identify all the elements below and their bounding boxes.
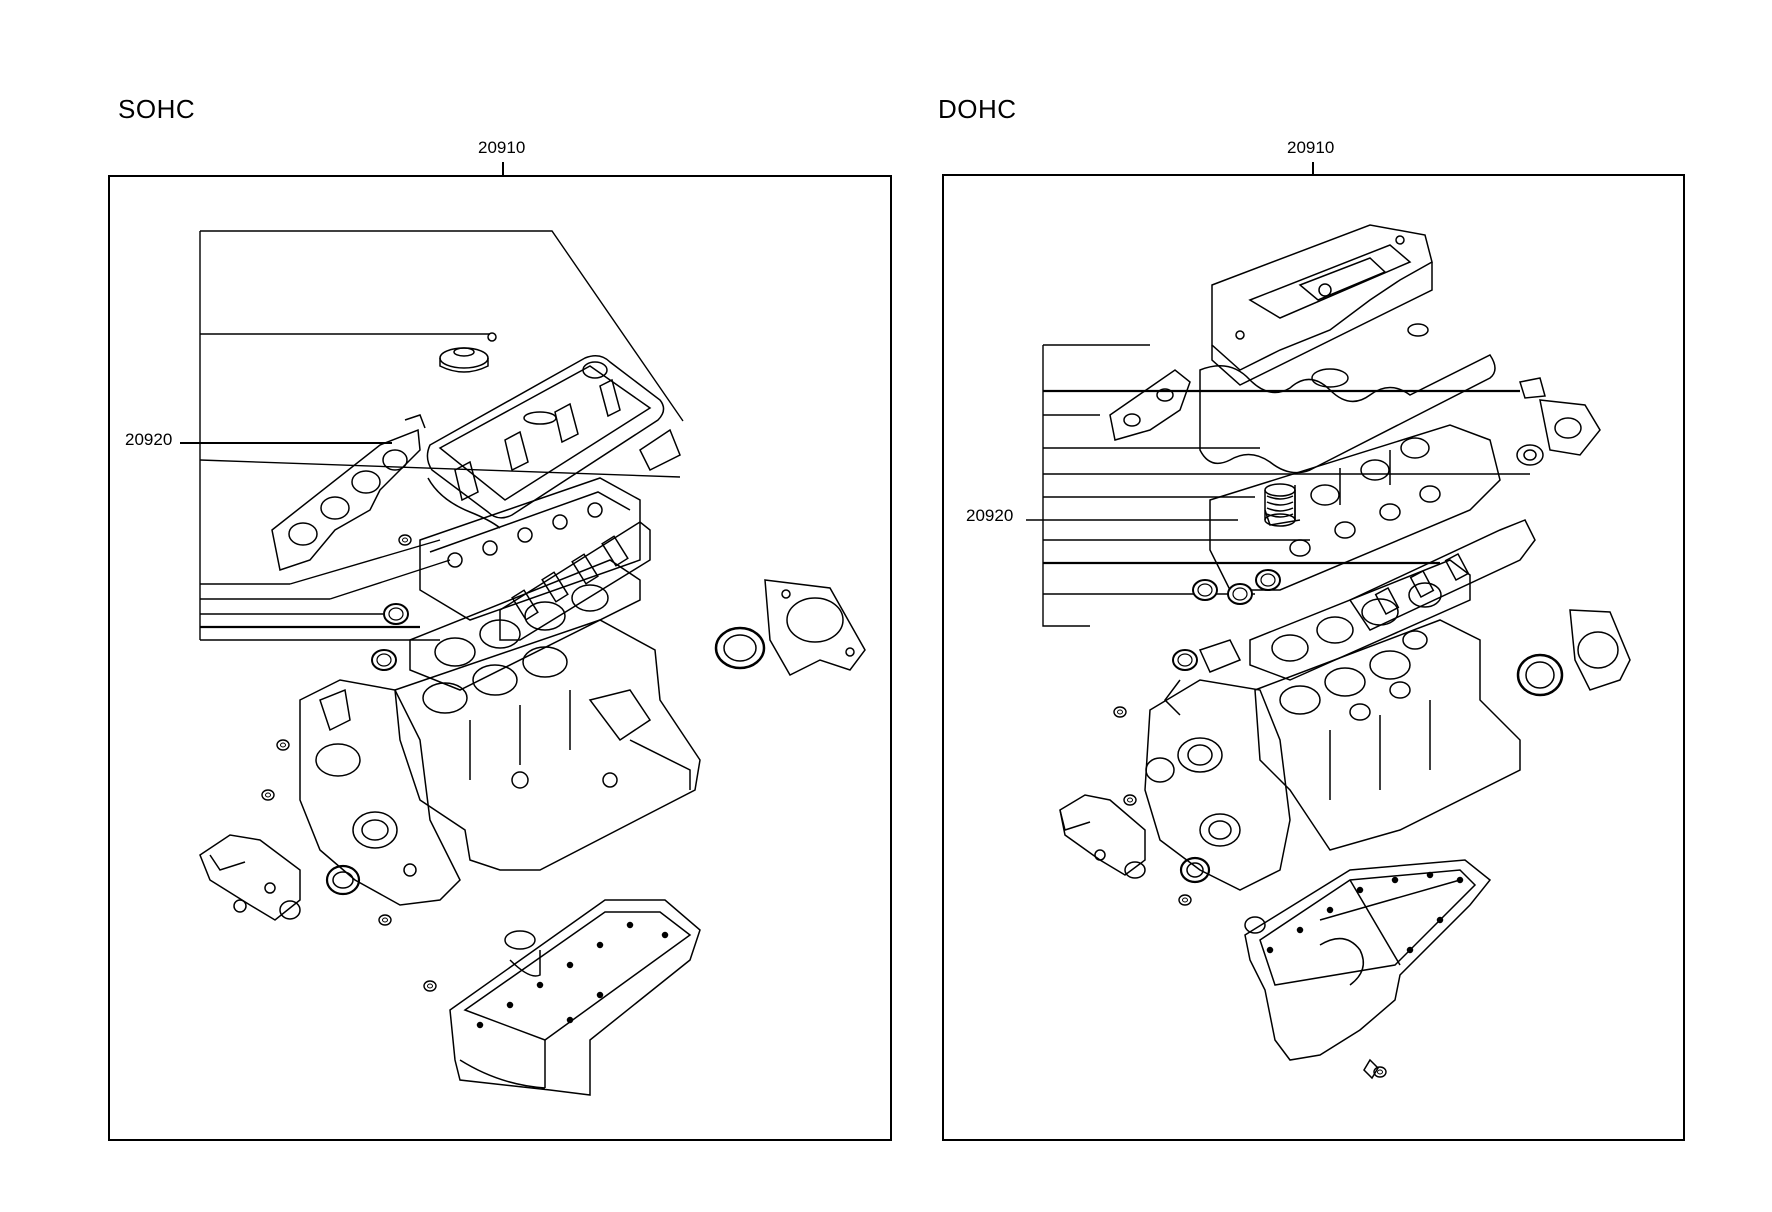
dohc-rear-seal	[1516, 609, 1631, 697]
dohc-assembly-label[interactable]: 20910	[1287, 138, 1335, 157]
sohc-head-gasket	[409, 559, 641, 691]
sohc-leader-lines	[180, 230, 684, 641]
sohc-cylinder-head	[398, 477, 641, 621]
dohc-cover-gasket	[1199, 354, 1496, 474]
dohc-valve-spring	[1264, 483, 1296, 527]
sohc-oil-pan	[449, 899, 701, 1096]
dohc-tube-seal	[1519, 377, 1546, 399]
sohc-panel	[108, 162, 892, 1141]
sohc-rocker-cover	[426, 355, 665, 529]
sohc-oil-cap	[439, 332, 497, 373]
dohc-cam-cover	[1211, 224, 1433, 388]
dohc-oil-tube	[1172, 639, 1242, 673]
dohc-frame	[942, 174, 1685, 1141]
dohc-outlet-gaskets	[1516, 399, 1601, 466]
dohc-head-gasket	[1249, 559, 1471, 681]
sohc-frame	[108, 175, 892, 1141]
dohc-panel	[942, 162, 1685, 1141]
dohc-oil-pan	[1244, 859, 1492, 1061]
dohc-cylinder-head	[1209, 424, 1501, 591]
sohc-intake-gasket	[499, 428, 681, 641]
sohc-thermostat-housing	[199, 834, 301, 921]
dohc-intake-gasket	[1348, 519, 1536, 631]
dohc-title: DOHC	[938, 94, 1017, 124]
sohc-exhaust-gasket	[271, 414, 426, 571]
sohc-subassembly-label[interactable]: 20920	[125, 430, 173, 449]
dohc-timing-cover	[1144, 679, 1291, 891]
sohc-assembly-label[interactable]: 20910	[478, 138, 526, 157]
dohc-drain-plug	[1363, 1058, 1379, 1080]
sohc-rear-seal	[714, 579, 866, 676]
dohc-exhaust-gasket	[1109, 369, 1191, 441]
dohc-thermostat-housing	[1059, 794, 1146, 879]
sohc-title: SOHC	[118, 94, 196, 124]
dohc-cylinder-block	[1254, 619, 1521, 851]
dohc-subassembly-label[interactable]: 20920	[966, 506, 1014, 525]
sohc-cylinder-block	[394, 619, 701, 871]
sohc-timing-cover	[299, 649, 461, 906]
